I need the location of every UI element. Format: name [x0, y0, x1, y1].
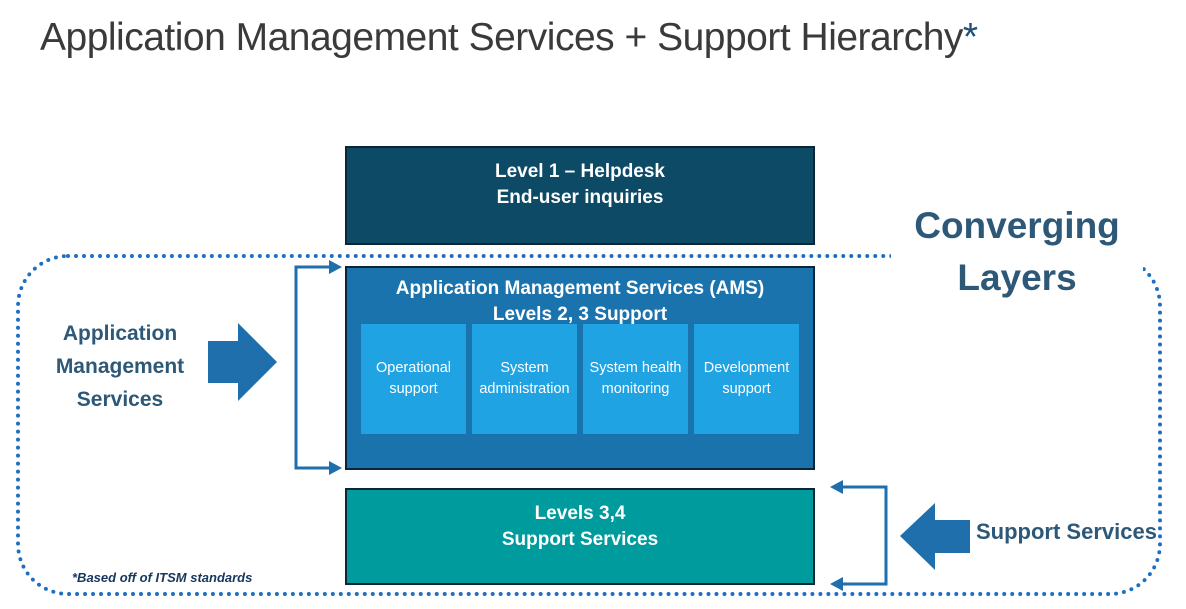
- level1-helpdesk-box: Level 1 – Helpdesk End-user inquiries: [345, 146, 815, 245]
- page-title: Application Management Services + Suppor…: [40, 16, 1160, 60]
- ams-box: Application Management Services (AMS) Le…: [345, 266, 815, 470]
- support-services-label: Support Services: [976, 519, 1157, 544]
- footnote: *Based off of ITSM standards: [72, 570, 253, 585]
- ams-title: Application Management Services (AMS): [395, 278, 765, 299]
- converging-layers-dotted-border: [16, 254, 1162, 596]
- page-title-text: Application Management Services + Suppor…: [40, 16, 963, 59]
- converging-layers-line2: Layers: [957, 257, 1077, 298]
- ams-sub-services-row: Operational support System administratio…: [361, 324, 799, 434]
- sub-box-operational-support: Operational support: [361, 324, 466, 434]
- application-management-services-label: Application Management Services: [55, 322, 185, 411]
- level1-title: Level 1 – Helpdesk: [494, 161, 666, 182]
- sub-box-development-support: Development support: [694, 324, 799, 434]
- converging-layers-label: Converging Layers: [891, 200, 1143, 316]
- ams-subtitle: Levels 2, 3 Support: [492, 304, 668, 325]
- support-services-box: Levels 3,4 Support Services: [345, 488, 815, 585]
- sub-box-system-administration: System administration: [472, 324, 577, 434]
- title-asterisk: *: [962, 16, 978, 59]
- sub-box-system-health-monitoring: System health monitoring: [583, 324, 688, 434]
- converging-layers-line1: Converging: [914, 205, 1120, 246]
- level1-subtitle: End-user inquiries: [496, 187, 664, 208]
- support-box-title: Levels 3,4: [534, 503, 626, 524]
- support-box-subtitle: Support Services: [501, 529, 659, 550]
